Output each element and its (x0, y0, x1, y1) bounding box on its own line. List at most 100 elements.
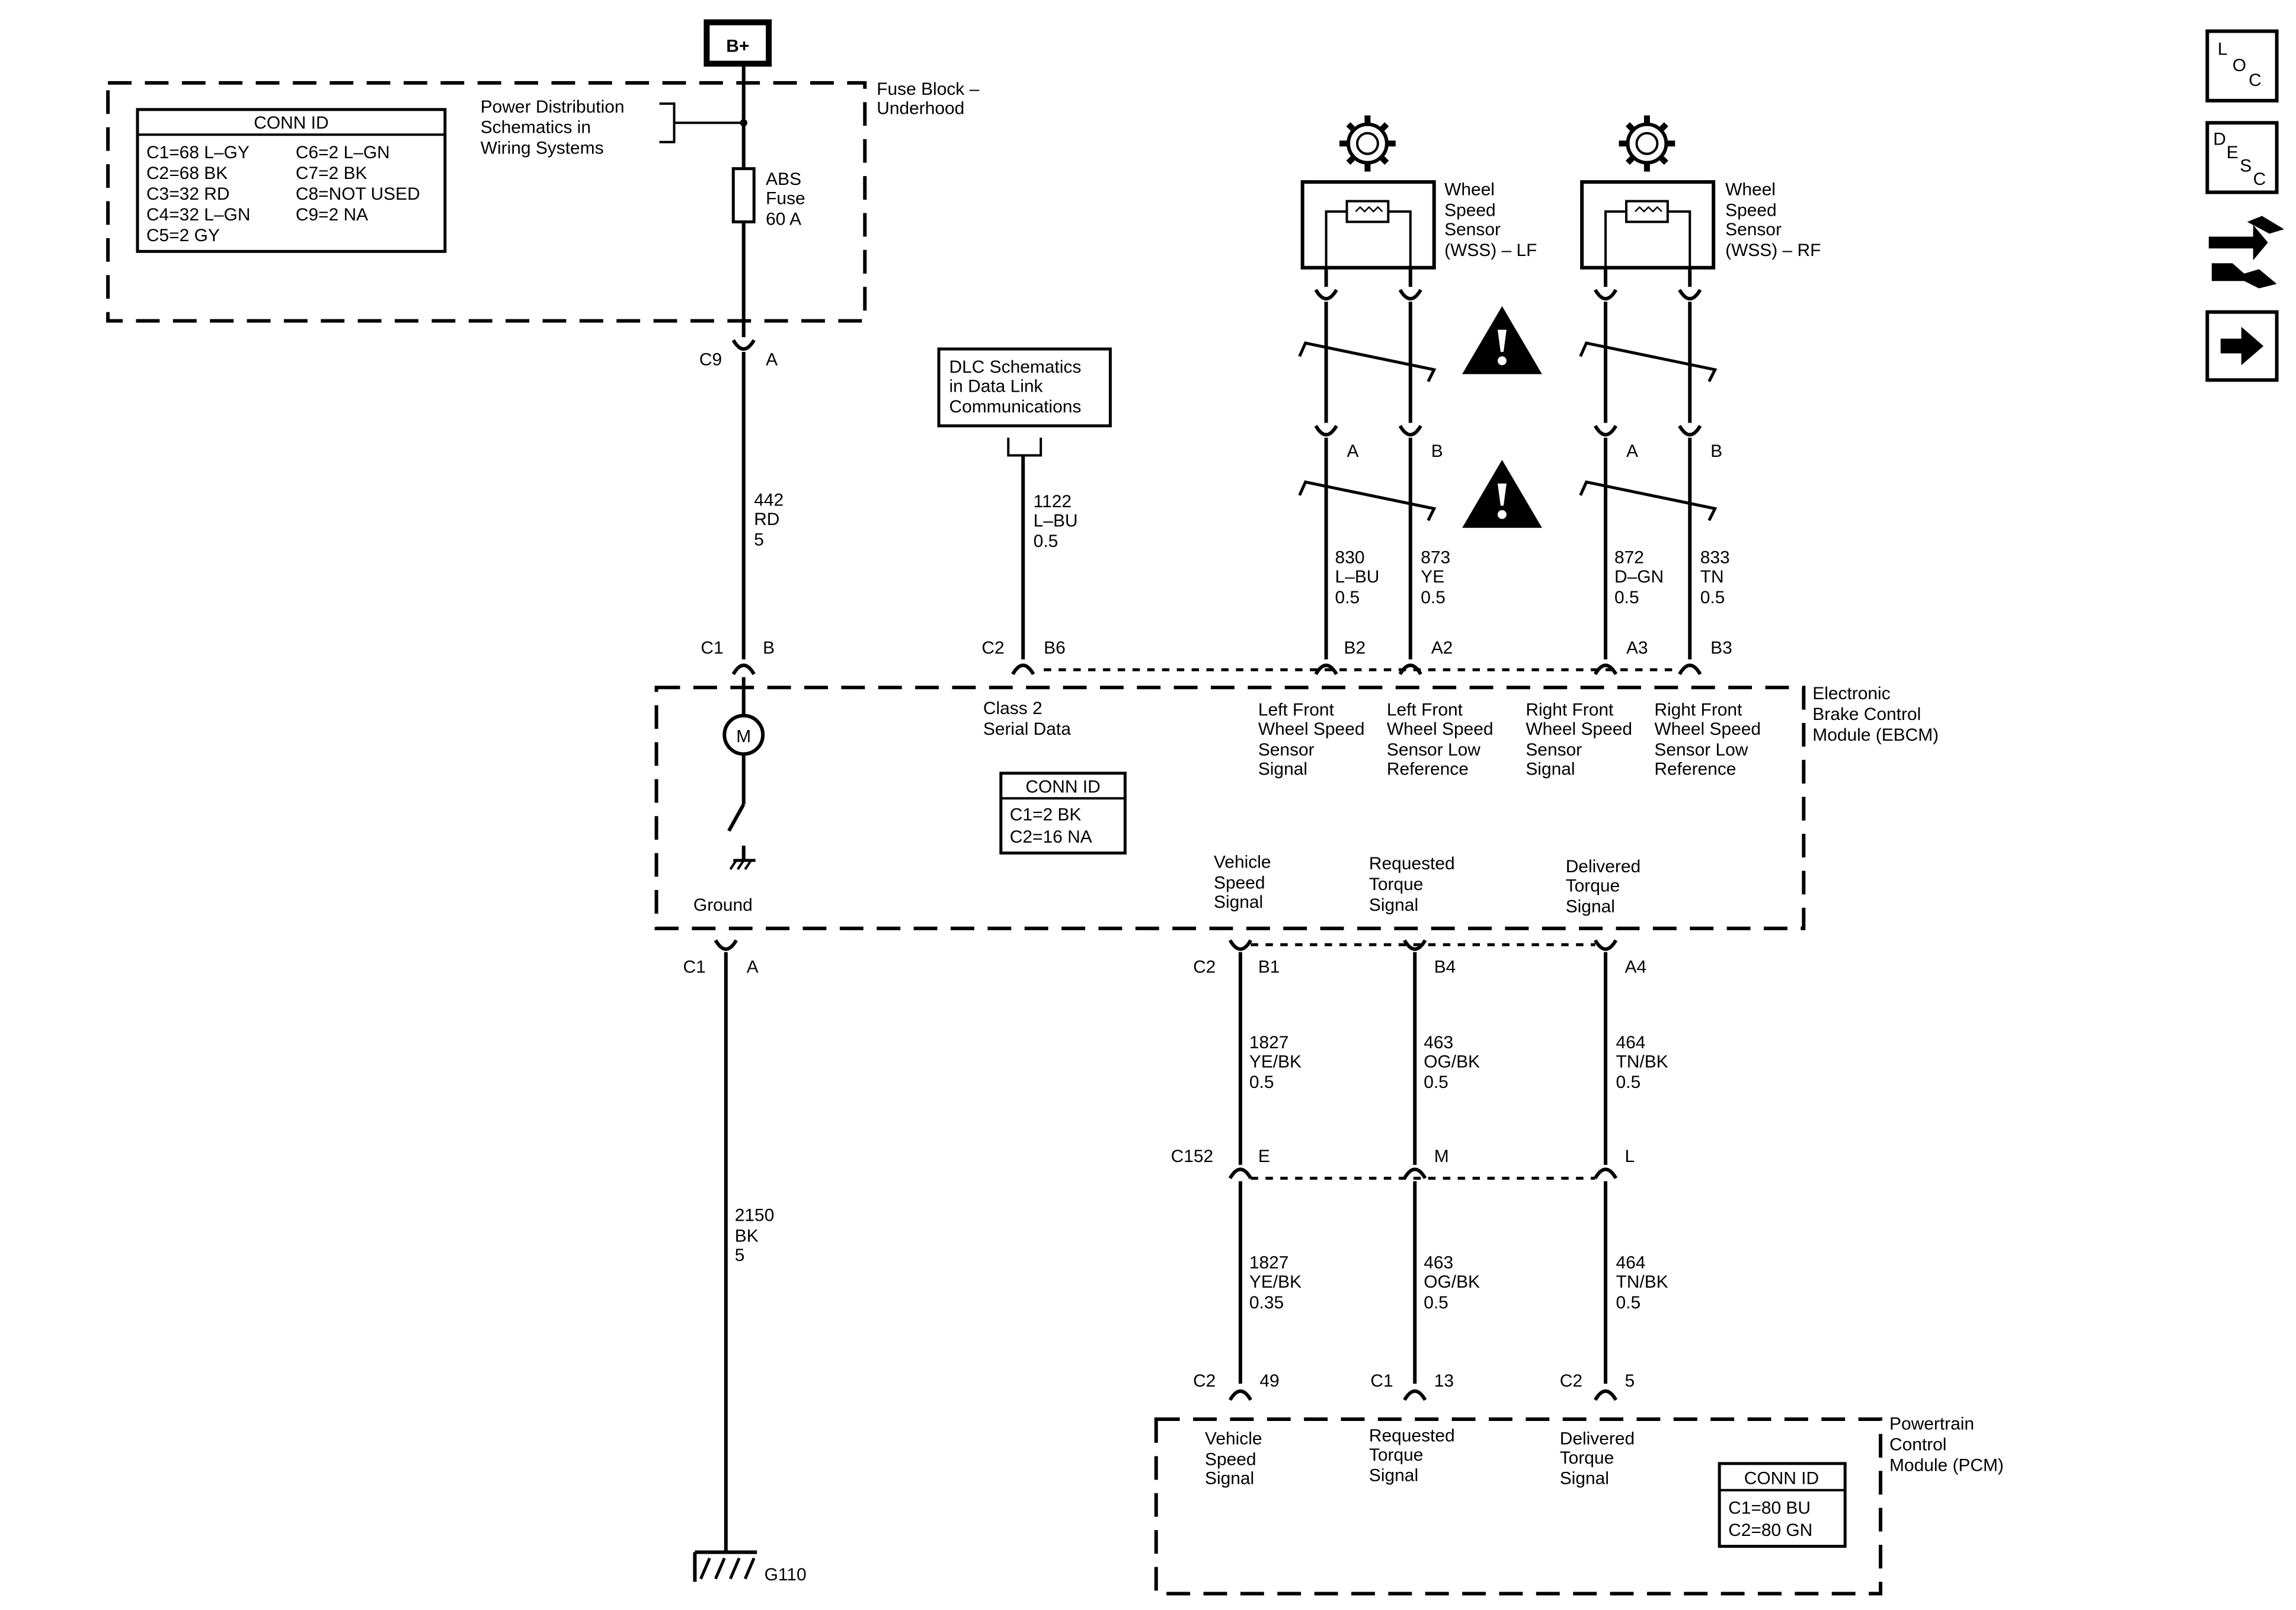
pcm-conn-id: CONN ID C1=80 BU C2=80 GN (1718, 1462, 1847, 1548)
pin-label: B (1710, 441, 1722, 461)
conn-id-header: CONN ID (254, 113, 328, 133)
class2-label: Class 2 Serial Data (983, 699, 1071, 739)
pin-desc-line: Wheel Speed (1526, 719, 1632, 739)
ebcm-pin-req: Requested Torque Signal (1369, 854, 1455, 915)
ebcm-top-connectors: B2 A2 A3 B3 (1044, 638, 1732, 676)
pcm-outline (1154, 1417, 1883, 1596)
pin-label: L (1625, 1147, 1635, 1166)
ebcm-pin-vss: Vehicle Speed Signal (1214, 853, 1271, 912)
desc-icon-letter: C (2253, 169, 2266, 189)
pin-desc-line: Signal (1258, 759, 1307, 779)
wss-label-line: Wheel (1725, 180, 1776, 200)
pin-label: A (1626, 441, 1638, 461)
connector-label: C2 (981, 638, 1004, 658)
pcm-label-line: Speed (1205, 1449, 1256, 1469)
pin-label: B1 (1258, 958, 1280, 977)
loc-icon-letter: C (2249, 71, 2262, 90)
class2-line: Class 2 (983, 699, 1043, 718)
abs-fuse (731, 167, 756, 223)
connector-label: C1 (1370, 1371, 1393, 1391)
connector-label: C2 (1560, 1371, 1582, 1391)
pin-label: A (747, 958, 759, 977)
pin-desc-line: Reference (1654, 759, 1736, 779)
conn-id-header: CONN ID (1744, 1469, 1819, 1489)
wire-830-label: 830 L–BU 0.5 (1335, 548, 1380, 607)
wire-463a-label: 463 OG/BK 0.5 (1424, 1033, 1480, 1092)
wire-464b-label: 464 TN/BK 0.5 (1616, 1253, 1668, 1313)
wss-lf-label: Wheel Speed Sensor (WSS) – LF (1444, 180, 1537, 260)
conn-id-entry: C4=32 L–GN (146, 205, 250, 225)
pin-label: E (1258, 1147, 1270, 1166)
pin-desc-line: Right Front (1526, 700, 1614, 720)
wire-circuit: 463 (1424, 1033, 1453, 1052)
sensor-wires (1298, 267, 1718, 660)
wire-gauge: 0.5 (1249, 1073, 1274, 1092)
chassis-ground-icon (729, 859, 756, 870)
pin-label: 5 (1625, 1371, 1635, 1391)
wire-gauge: 0.5 (1424, 1293, 1448, 1313)
pds-line: Schematics in (481, 118, 591, 137)
connector-label: C1 (701, 638, 723, 658)
pin-desc-line: Signal (1566, 897, 1615, 916)
wire-gauge: 0.5 (1421, 588, 1446, 607)
loc-icon[interactable]: L O C (2205, 29, 2279, 103)
ground-g110-label: G110 (765, 1565, 807, 1585)
warning-icon (1462, 460, 1542, 528)
wire-circuit: 873 (1421, 548, 1450, 568)
bplus-label: B+ (726, 37, 749, 56)
wire-2150-label: 2150 BK 5 (735, 1206, 775, 1265)
next-arrow-icon[interactable] (2205, 310, 2279, 382)
wire-circuit: 872 (1614, 548, 1644, 568)
ebcm-bottom-connectors: C2 B1 B4 A4 (1193, 939, 1646, 977)
wss-lf-sensor (1300, 180, 1436, 270)
pin-desc-line: Requested (1369, 854, 1455, 873)
pin-label: 13 (1434, 1371, 1454, 1391)
harness-icon[interactable] (2208, 216, 2285, 289)
pcm-label-line: Signal (1369, 1466, 1418, 1486)
pds-line: Power Distribution (481, 97, 625, 117)
wire-circuit: 2150 (735, 1206, 775, 1225)
ebcm-title: Electronic Brake Control Module (EBCM) (1812, 684, 1939, 745)
pcm-title-line: Control (1889, 1435, 1946, 1454)
conn-id-entry: C3=32 RD (146, 184, 230, 204)
pcm-label-line: Signal (1205, 1469, 1254, 1489)
pin-label: B2 (1344, 638, 1366, 658)
conn-id-entry: C8=NOT USED (296, 184, 420, 204)
pin-desc-line: Sensor (1258, 740, 1315, 760)
ebcm-pin-rf-low: Right Front Wheel Speed Sensor Low Refer… (1654, 700, 1761, 779)
connector-label: C2 (1193, 958, 1216, 977)
ground-g110-icon (693, 1550, 757, 1582)
connector-label: C9 (699, 350, 722, 369)
ebcm-title-line: Module (EBCM) (1812, 725, 1939, 745)
wss-rf-sensor (1580, 180, 1716, 270)
conn-id-entry: C1=68 L–GY (146, 143, 250, 162)
wire-833-label: 833 TN 0.5 (1700, 548, 1730, 607)
wire-circuit: 464 (1616, 1033, 1646, 1052)
wire-color: D–GN (1614, 567, 1664, 587)
fuse-label-line: ABS (766, 169, 801, 189)
pin-label: A (1347, 441, 1359, 461)
pin-desc-line: Wheel Speed (1387, 719, 1494, 739)
conn-id-header: CONN ID (1025, 777, 1100, 796)
dlc-line: Communications (949, 397, 1081, 417)
fuse-block-title-line: Underhood (877, 98, 964, 118)
desc-icon-letter: E (2227, 143, 2239, 162)
pin-desc-line: Reference (1387, 759, 1469, 779)
fuse-block-outline (106, 81, 867, 323)
wire-gauge: 0.5 (1616, 1293, 1641, 1313)
wire-color: TN/BK (1616, 1052, 1668, 1071)
wss-label-line: Wheel (1444, 180, 1495, 200)
desc-icon[interactable]: D E S C (2205, 121, 2279, 194)
pin-desc-line: Left Front (1387, 700, 1463, 720)
wire-442-label: 442 RD 5 (754, 490, 784, 549)
pin-label: B (763, 638, 775, 658)
pcm-label-line: Delivered (1560, 1429, 1635, 1448)
dlc-line: DLC Schematics (949, 357, 1081, 377)
wss-label-line: Speed (1444, 200, 1496, 220)
wire-color: TN/BK (1616, 1272, 1668, 1292)
pin-desc-line: Vehicle (1214, 853, 1271, 872)
pin-desc-line: Torque (1566, 876, 1620, 895)
wire-circuit: 830 (1335, 548, 1365, 568)
wire-gauge: 0.5 (1614, 588, 1639, 607)
wire-circuit: 1827 (1249, 1253, 1289, 1273)
